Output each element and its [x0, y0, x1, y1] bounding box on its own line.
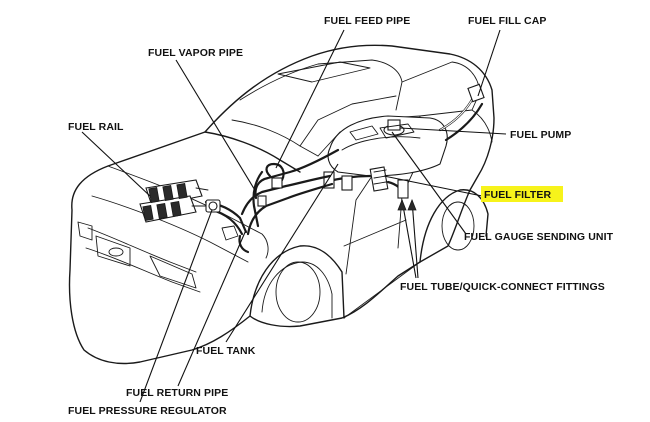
label-fuel-return-pipe: FUEL RETURN PIPE — [126, 387, 228, 399]
label-fuel-feed-pipe: FUEL FEED PIPE — [324, 15, 410, 27]
leader-lines — [81, 29, 507, 403]
label-fuel-tube-quick-connect-fittings: FUEL TUBE/QUICK-CONNECT FITTINGS — [400, 281, 605, 293]
fuel-system-parts — [139, 83, 485, 254]
label-fuel-filter: FUEL FILTER — [484, 189, 552, 201]
label-fuel-tank: FUEL TANK — [196, 345, 256, 357]
labels: FUEL FEED PIPE FUEL FILL CAP FUEL VAPOR … — [68, 15, 614, 417]
label-fuel-gauge-sending-unit: FUEL GAUGE SENDING UNIT — [464, 231, 614, 243]
fuel-tank — [327, 115, 448, 177]
fuel-filter-highlight — [481, 186, 563, 202]
label-fuel-pump: FUEL PUMP — [510, 129, 571, 141]
car-body — [68, 44, 495, 365]
label-fuel-fill-cap: FUEL FILL CAP — [468, 15, 547, 27]
fuel-rail — [139, 179, 209, 223]
label-fuel-vapor-pipe: FUEL VAPOR PIPE — [148, 47, 243, 59]
label-fuel-pressure-regulator: FUEL PRESSURE REGULATOR — [68, 405, 227, 417]
label-fuel-rail: FUEL RAIL — [68, 121, 124, 133]
